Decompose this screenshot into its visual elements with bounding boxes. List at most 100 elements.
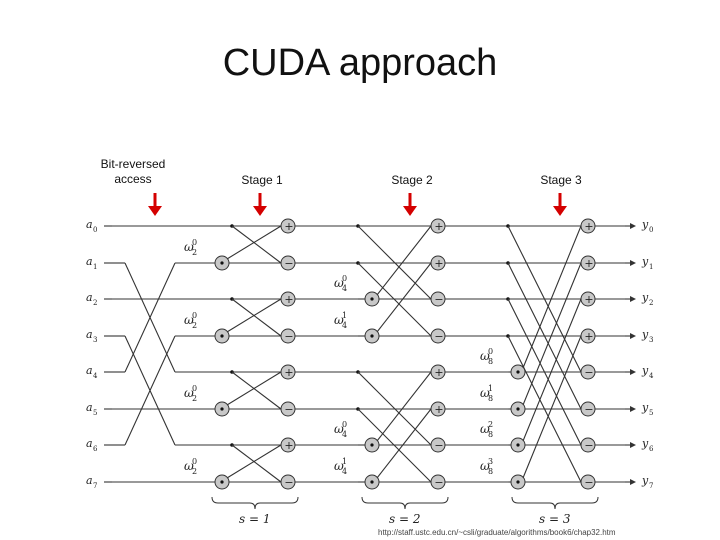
mult-node-dot — [516, 407, 520, 411]
wire — [507, 298, 582, 446]
twiddle-8-2: ω — [480, 422, 490, 436]
arrow-bit-reversed-head — [148, 206, 162, 216]
output-label-7: y — [641, 474, 649, 487]
mult-node-dot — [220, 407, 224, 411]
mult-node-dot — [516, 443, 520, 447]
output-arrowhead — [630, 260, 636, 266]
twiddle-8-1: ω — [480, 386, 490, 400]
output-arrowhead — [630, 333, 636, 339]
mult-node-dot — [370, 480, 374, 484]
label-stage-2: Stage 2 — [391, 173, 433, 187]
brace-stage-2 — [361, 496, 449, 510]
input-label-5: a — [86, 401, 93, 414]
output-label-0: y — [641, 218, 649, 231]
arrow-stage-2-head — [403, 206, 417, 216]
output-arrowhead — [630, 406, 636, 412]
wire — [231, 371, 282, 410]
twiddle-2-0: ω — [184, 313, 194, 327]
twiddle-base: 8 — [488, 467, 493, 476]
input-subscript-1: 1 — [93, 263, 97, 271]
output-arrowhead — [630, 479, 636, 485]
wire — [522, 298, 582, 442]
twiddle-8-3: ω — [480, 459, 490, 473]
arrow-stage-3-head — [553, 206, 567, 216]
minus-sign: − — [284, 257, 293, 270]
bitrev-wire — [124, 262, 176, 373]
twiddle-exponent: 1 — [342, 457, 347, 466]
minus-sign: − — [434, 330, 443, 343]
twiddle-base: 2 — [192, 321, 197, 330]
output-arrowhead — [630, 296, 636, 302]
twiddle-exponent: 1 — [488, 384, 493, 393]
twiddle-exponent: 0 — [192, 384, 197, 393]
input-subscript-0: 0 — [93, 226, 97, 234]
wire — [231, 298, 282, 337]
input-subscript-3: 3 — [93, 336, 97, 344]
mult-node-dot — [220, 261, 224, 265]
plus-sign: + — [434, 220, 443, 233]
brace-stage-3 — [511, 496, 599, 510]
wire — [357, 408, 432, 483]
input-label-0: a — [86, 218, 93, 231]
plus-sign: + — [284, 439, 293, 452]
plus-sign: + — [434, 257, 443, 270]
wire — [376, 225, 432, 296]
twiddle-base: 2 — [192, 248, 197, 257]
brace-stage-1-label: s = 1 — [239, 512, 270, 526]
brace-stage-1 — [211, 496, 299, 510]
twiddle-4-0: ω — [334, 276, 344, 290]
output-subscript-0: 0 — [649, 226, 653, 234]
input-subscript-6: 6 — [93, 445, 98, 453]
wire — [376, 408, 432, 479]
mult-node-dot — [370, 443, 374, 447]
brace-stage-3-label: s = 3 — [539, 512, 571, 526]
wire — [376, 262, 432, 333]
output-arrowhead — [630, 442, 636, 448]
input-subscript-7: 7 — [93, 482, 97, 490]
wire — [357, 262, 432, 337]
minus-sign: − — [284, 330, 293, 343]
label-stage-3: Stage 3 — [540, 173, 582, 187]
twiddle-2-0: ω — [184, 386, 194, 400]
output-subscript-2: 2 — [649, 299, 653, 307]
brace-stage-2-label: s = 2 — [389, 512, 420, 526]
twiddle-exponent: 3 — [488, 457, 493, 466]
wire — [226, 371, 282, 406]
output-label-5: y — [641, 401, 649, 414]
output-label-3: y — [641, 328, 649, 341]
twiddle-2-0: ω — [184, 459, 194, 473]
twiddle-exponent: 2 — [488, 420, 493, 429]
twiddle-base: 2 — [192, 394, 197, 403]
twiddle-exponent: 0 — [342, 274, 347, 283]
twiddle-exponent: 0 — [342, 420, 347, 429]
plus-sign: + — [284, 220, 293, 233]
source-url: http://staff.ustc.edu.cn/~csli/graduate/… — [378, 528, 616, 537]
plus-sign: + — [584, 257, 593, 270]
mult-node-dot — [370, 297, 374, 301]
bitrev-wire — [124, 335, 176, 446]
twiddle-exponent: 0 — [488, 347, 493, 356]
wire — [226, 298, 282, 333]
output-subscript-1: 1 — [649, 263, 653, 271]
arrow-stage-1-head — [253, 206, 267, 216]
minus-sign: − — [284, 403, 293, 416]
twiddle-base: 4 — [342, 467, 347, 476]
minus-sign: − — [284, 476, 293, 489]
wire — [522, 335, 582, 479]
slide-title: CUDA approach — [222, 42, 498, 84]
minus-sign: − — [434, 439, 443, 452]
minus-sign: − — [584, 476, 593, 489]
minus-sign: − — [584, 403, 593, 416]
wire — [376, 371, 432, 442]
output-subscript-3: 3 — [649, 336, 653, 344]
input-label-2: a — [86, 291, 93, 304]
twiddle-base: 4 — [342, 284, 347, 293]
input-label-1: a — [86, 255, 93, 268]
twiddle-exponent: 0 — [192, 311, 197, 320]
output-label-1: y — [641, 255, 649, 268]
twiddle-base: 8 — [488, 357, 493, 366]
mult-node-dot — [516, 480, 520, 484]
plus-sign: + — [284, 366, 293, 379]
